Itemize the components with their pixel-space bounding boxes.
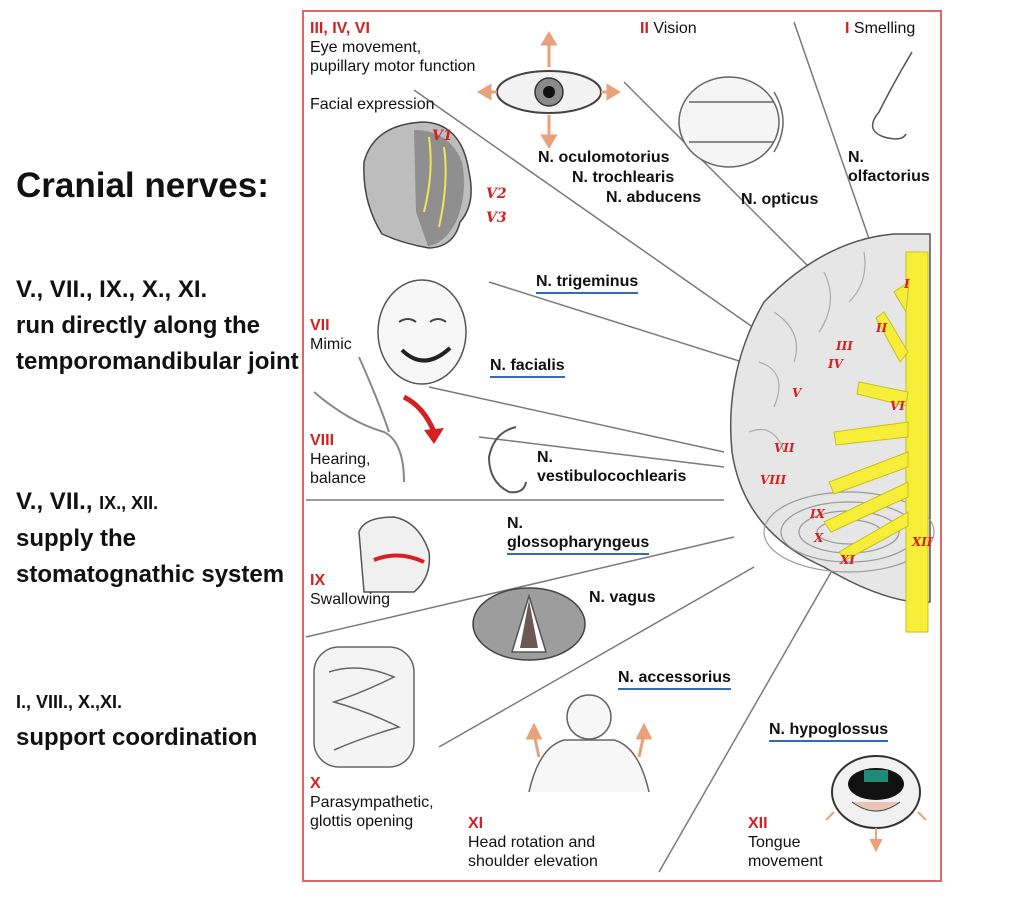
brain-label-7: VII — [774, 441, 795, 455]
brain-label-2: II — [875, 321, 888, 335]
arm-illustration — [313, 356, 444, 483]
summary-block-coordination: I., VIII., X.,XI. support coordination — [16, 684, 301, 756]
swallowing-label: IX Swallowing — [310, 572, 391, 608]
summary-block-stomatognathic: V., VII., IX., XII. supply the stomatogn… — [16, 484, 301, 593]
face-label-v1: V1 — [432, 128, 453, 144]
eyeball-illustration — [678, 76, 784, 168]
mimic-face-illustration — [377, 279, 467, 385]
facial-expression-label: Facial expression — [310, 96, 435, 113]
left-panel: Cranial nerves: V., VII., IX., X., XI. r… — [0, 0, 300, 897]
nerve-facialis: N. facialis — [490, 356, 565, 378]
brain-numeral-layer: I II III IV V VI VII VIII IX X XI XII V1… — [432, 128, 933, 567]
intestines-illustration — [313, 646, 415, 768]
parasympathetic-label: X Parasympathetic, glottis opening — [310, 775, 434, 830]
glottis-illustration — [472, 587, 586, 661]
brain-label-9: IX — [809, 507, 826, 521]
tongue-movement-label: XII Tongue movement — [748, 815, 823, 870]
tmj-nerve-list: V., VII., IX., X., XI. — [16, 276, 208, 303]
brain-label-10: X — [813, 531, 824, 545]
summary-block-tmj: V., VII., IX., X., XI. run directly alon… — [16, 272, 301, 380]
eye-movement-label: III, IV, VI Eye movement, pupillary moto… — [310, 20, 476, 75]
brain-label-3: III — [835, 339, 853, 353]
nerve-trigeminus: N. trigeminus — [536, 272, 639, 294]
stomatognathic-description: supply the stomatognathic system — [16, 525, 285, 588]
nerve-hypoglossus: N. hypoglossus — [769, 720, 889, 742]
stomatognathic-nerve-list: V., VII., IX., XII. — [16, 488, 159, 515]
nerve-accessorius: N. accessorius — [618, 668, 731, 690]
diagram-frame: III, IV, VI Eye movement, pupillary moto… — [302, 10, 942, 882]
brain-label-8: VIII — [760, 473, 787, 487]
coordination-description: support coordination — [16, 724, 258, 751]
nerve-opticus: N. opticus — [741, 191, 819, 208]
nerve-trochlearis: N. trochlearis — [572, 169, 675, 186]
face-label-v3: V3 — [486, 210, 507, 226]
shoulders-illustration — [525, 694, 653, 793]
brain-illustration — [729, 233, 935, 633]
vision-label: II Vision — [640, 20, 697, 37]
coordination-nerve-list: I., VIII., X.,XI. — [16, 692, 123, 712]
nerve-olfactorius: N. olfactorius — [848, 149, 930, 185]
nose-illustration — [871, 51, 913, 140]
brain-label-12: XII — [911, 535, 933, 549]
ear-illustration — [487, 426, 527, 494]
nerve-abducens: N. abducens — [606, 189, 702, 206]
nerve-vestibulocochlearis: N. vestibulocochlearis — [537, 449, 687, 485]
brain-label-11: XI — [839, 553, 855, 567]
hearing-label: VIII Hearing, balance — [310, 432, 371, 487]
leader-lines — [305, 21, 885, 873]
diagram-artwork — [305, 21, 935, 873]
nerve-oculomotorius: N. oculomotorius — [538, 149, 670, 166]
brain-label-1: I — [903, 277, 910, 291]
mouth-illustration — [825, 755, 927, 853]
tmj-description: run directly along the temporomandibular… — [16, 312, 299, 375]
swallowing-illustration — [358, 516, 431, 593]
brain-label-4: IV — [827, 357, 845, 371]
nerve-vagus: N. vagus — [589, 589, 656, 606]
head-profile-illustration — [363, 121, 472, 249]
smelling-label: I Smelling — [845, 20, 916, 37]
brain-label-6: VI — [890, 399, 905, 413]
mimic-label: VII Mimic — [310, 317, 352, 353]
page-title: Cranial nerves: — [16, 166, 269, 205]
brain-label-5: V — [792, 386, 803, 400]
eye-illustration — [477, 31, 621, 149]
head-rotation-label: XI Head rotation and shoulder elevation — [468, 815, 598, 870]
face-label-v2: V2 — [486, 186, 507, 202]
nerve-glossopharyngeus: N. glossopharyngeus — [507, 514, 650, 555]
